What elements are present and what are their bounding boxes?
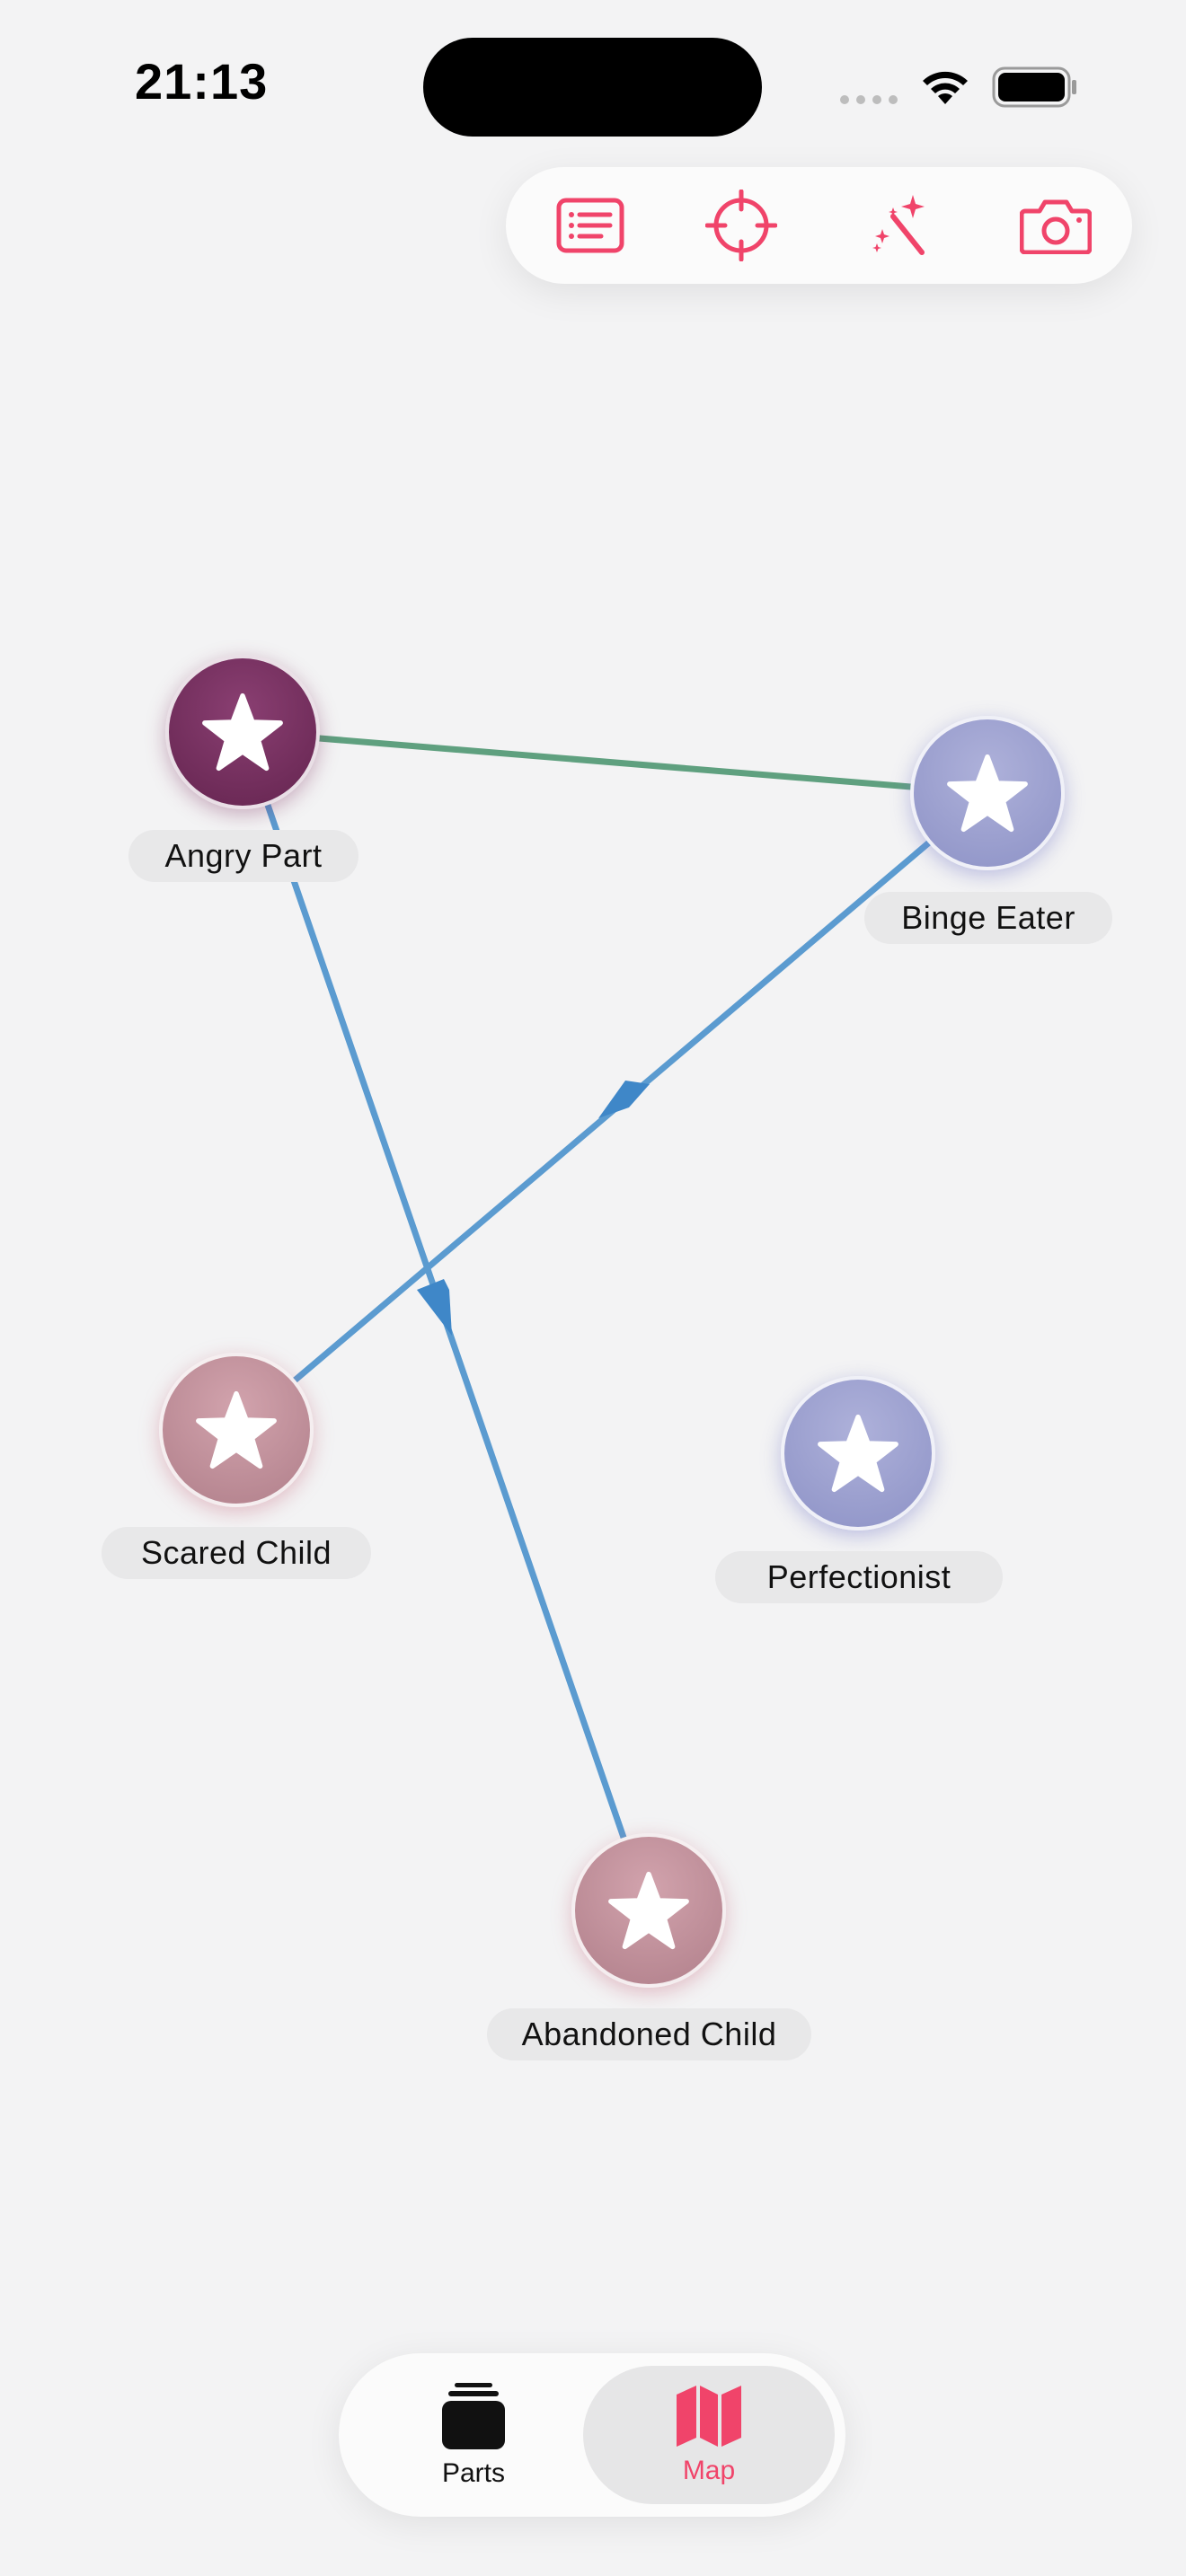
list-button[interactable] <box>536 167 644 284</box>
camera-icon <box>1020 199 1092 254</box>
star-icon <box>608 1871 689 1950</box>
edge-angry-abandoned-arrow <box>417 1279 452 1336</box>
wifi-icon <box>923 71 968 104</box>
node-perfectionist[interactable] <box>781 1376 935 1531</box>
star-icon <box>818 1414 898 1493</box>
node-abandoned-child[interactable] <box>571 1833 726 1988</box>
camera-button[interactable] <box>1002 167 1110 284</box>
map-icon <box>677 2386 741 2447</box>
node-label-angry-part: Angry Part <box>128 830 358 882</box>
edge-angry-binge <box>239 728 991 797</box>
node-angry-part[interactable] <box>165 655 320 809</box>
tab-map[interactable]: Map <box>583 2366 835 2504</box>
status-time: 21:13 <box>135 53 269 110</box>
cellular-signal-icon <box>840 95 898 104</box>
cards-stack-icon <box>442 2383 505 2449</box>
crosshair-icon <box>705 190 777 261</box>
magic-button[interactable] <box>845 167 952 284</box>
tab-parts[interactable]: Parts <box>348 2366 599 2504</box>
tab-map-label: Map <box>682 2456 736 2485</box>
magic-wand-icon <box>872 195 925 255</box>
battery-icon <box>992 66 1076 108</box>
node-label-scared-child: Scared Child <box>102 1527 371 1579</box>
star-icon <box>947 754 1028 833</box>
node-label-abandoned-child: Abandoned Child <box>487 2008 811 2060</box>
star-icon <box>196 1390 277 1469</box>
map-toolbar <box>506 167 1132 284</box>
node-label-perfectionist: Perfectionist <box>715 1551 1003 1603</box>
locate-button[interactable] <box>687 167 795 284</box>
dynamic-island <box>423 38 762 137</box>
node-binge-eater[interactable] <box>910 716 1065 870</box>
tab-parts-label: Parts <box>441 2458 506 2488</box>
star-icon <box>202 693 283 772</box>
tab-bar: Parts Map <box>339 2353 845 2517</box>
node-label-binge-eater: Binge Eater <box>864 892 1112 944</box>
list-icon <box>556 198 624 253</box>
edge-binge-scared-arrow <box>598 1081 650 1118</box>
node-scared-child[interactable] <box>159 1353 314 1507</box>
